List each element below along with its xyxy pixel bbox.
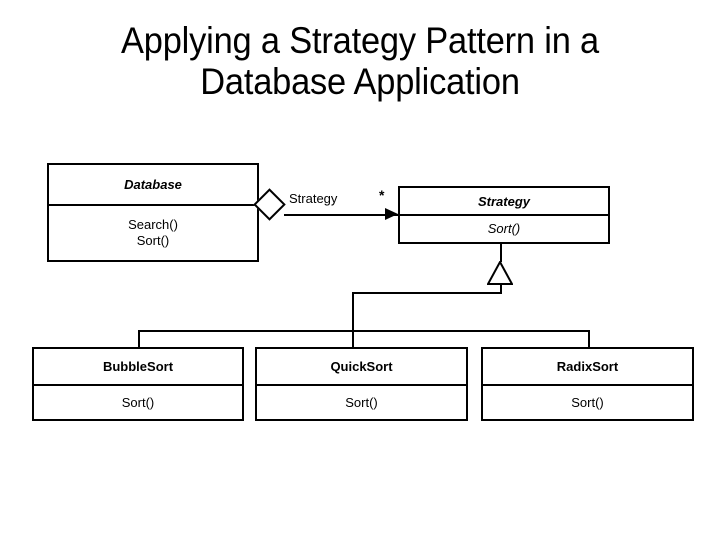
uml-class-bubblesort-operations: Sort() <box>34 386 242 419</box>
generalization-drop-middle <box>352 292 354 331</box>
association-role-label: Strategy <box>289 191 337 206</box>
uml-class-bubblesort[interactable]: BubbleSort Sort() <box>32 347 244 421</box>
uml-class-database-operations: Search() Sort() <box>49 206 257 260</box>
uml-class-radixsort-name: RadixSort <box>483 349 692 386</box>
association-multiplicity-label: * <box>379 188 384 202</box>
uml-class-strategy[interactable]: Strategy Sort() <box>398 186 610 244</box>
uml-class-quicksort-operations: Sort() <box>257 386 466 419</box>
uml-class-quicksort-name: QuickSort <box>257 349 466 386</box>
generalization-stub-radixsort <box>588 330 590 348</box>
association-line <box>284 214 398 216</box>
generalization-bus-lower <box>138 330 589 332</box>
generalization-bus-upper <box>352 292 502 294</box>
uml-class-strategy-name: Strategy <box>400 188 608 216</box>
uml-class-database-name: Database <box>49 165 257 206</box>
uml-class-strategy-operations: Sort() <box>400 216 608 242</box>
page-title: Applying a Strategy Pattern in a Databas… <box>53 20 667 102</box>
uml-class-quicksort[interactable]: QuickSort Sort() <box>255 347 468 421</box>
uml-class-database[interactable]: Database Search() Sort() <box>47 163 259 262</box>
generalization-triangle-icon <box>487 261 513 285</box>
uml-class-bubblesort-name: BubbleSort <box>34 349 242 386</box>
generalization-stub-bubblesort <box>138 330 140 348</box>
generalization-stub-top <box>500 244 502 262</box>
association-arrow-icon <box>385 208 398 220</box>
uml-class-radixsort[interactable]: RadixSort Sort() <box>481 347 694 421</box>
uml-class-radixsort-operations: Sort() <box>483 386 692 419</box>
generalization-stub-quicksort <box>352 330 354 348</box>
